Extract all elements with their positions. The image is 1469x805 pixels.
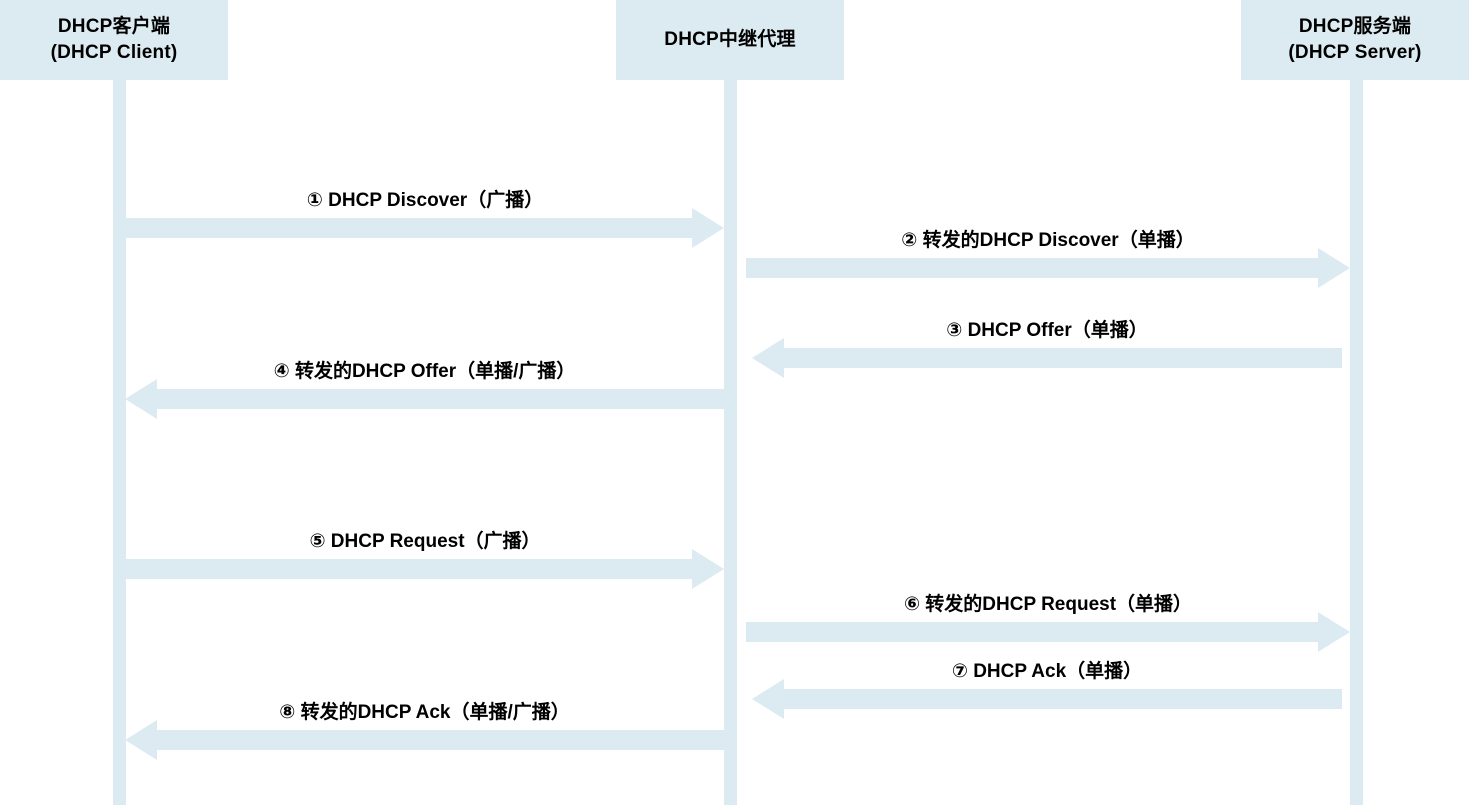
- message-8: ⑧ 转发的DHCP Ack（单播/广播）: [125, 702, 724, 762]
- message-1-label: ① DHCP Discover（广播）: [306, 190, 544, 211]
- actor-label-client-zh: DHCP客户端: [57, 16, 171, 38]
- message-7: ⑦ DHCP Ack（单播）: [752, 661, 1342, 721]
- message-2-label: ② 转发的DHCP Discover（单播）: [901, 230, 1195, 251]
- message-4: ④ 转发的DHCP Offer（单播/广播）: [125, 361, 724, 421]
- lifeline-server: [1350, 80, 1363, 805]
- message-3: ③ DHCP Offer（单播）: [752, 320, 1342, 380]
- message-5-label: ⑤ DHCP Request（广播）: [309, 531, 541, 552]
- message-6-arrow-right-icon: [746, 612, 1350, 652]
- message-3-label: ③ DHCP Offer（单播）: [946, 320, 1148, 341]
- actor-label-relay-zh: DHCP中继代理: [664, 29, 796, 51]
- actor-label-server-en: (DHCP Server): [1288, 42, 1422, 63]
- message-6: ⑥ 转发的DHCP Request（单播）: [746, 594, 1350, 654]
- message-6-label: ⑥ 转发的DHCP Request（单播）: [903, 594, 1193, 615]
- message-7-label: ⑦ DHCP Ack（单播）: [951, 661, 1143, 682]
- actor-label-client-en: (DHCP Client): [50, 42, 178, 63]
- actor-label-server-zh: DHCP服务端: [1298, 16, 1412, 38]
- actor-box-server: DHCP服务端 (DHCP Server): [1241, 0, 1469, 80]
- actor-box-relay: DHCP中继代理: [616, 0, 844, 80]
- message-8-arrow-left-icon: [125, 720, 724, 760]
- actor-box-client: DHCP客户端 (DHCP Client): [0, 0, 228, 80]
- message-5-arrow-right-icon: [126, 549, 724, 589]
- message-2-arrow-right-icon: [746, 248, 1350, 288]
- message-5: ⑤ DHCP Request（广播）: [126, 531, 724, 591]
- message-8-label: ⑧ 转发的DHCP Ack（单播/广播）: [279, 702, 570, 723]
- message-2: ② 转发的DHCP Discover（单播）: [746, 230, 1350, 290]
- message-3-arrow-left-icon: [752, 338, 1342, 378]
- message-1-arrow-right-icon: [126, 208, 724, 248]
- message-1: ① DHCP Discover（广播）: [126, 190, 724, 250]
- lifeline-relay: [724, 80, 737, 805]
- lifeline-client: [113, 80, 126, 805]
- message-7-arrow-left-icon: [752, 679, 1342, 719]
- message-4-arrow-left-icon: [125, 379, 724, 419]
- message-4-label: ④ 转发的DHCP Offer（单播/广播）: [273, 361, 576, 382]
